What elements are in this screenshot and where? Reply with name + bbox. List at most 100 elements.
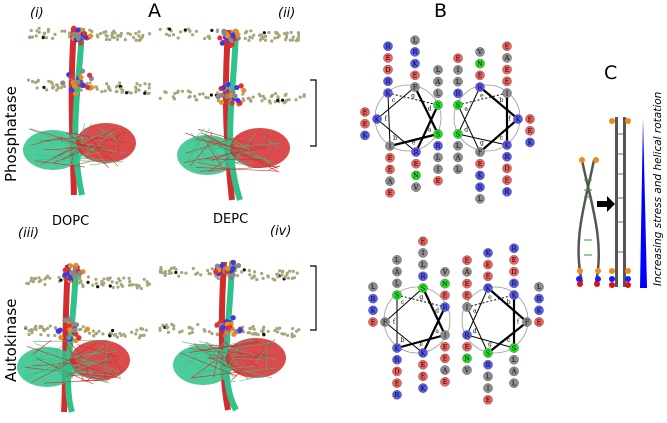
residue-letter: K [486,249,491,257]
lipid-bead [296,36,301,40]
residue-circle [418,271,428,282]
residue-circle [433,164,443,174]
residue-letter: E [486,396,491,404]
side-chain [197,162,235,171]
side-chain [68,362,72,375]
residue-letter: S [436,130,440,138]
residue-sphere [222,333,228,339]
residue-circle [383,41,393,52]
lipid-bead [276,275,280,279]
lipid-bead [282,101,286,105]
residue-circle [392,278,402,289]
lipid-bead [278,269,282,273]
residue-circle [502,140,512,150]
lipid-bead [147,82,151,86]
residue-letter: E [443,378,448,386]
terminal-bead [625,268,631,274]
lipid-bead [164,90,168,95]
residue-letter: R [386,43,392,51]
residue-letter: I [506,89,509,97]
residue-letter: I [389,142,392,150]
residue-letter: A [394,268,400,276]
residue-circle [453,76,463,87]
residue-letter: R [465,331,471,339]
lipid-bead [134,283,138,287]
lipid-bead [56,83,60,88]
residue-sphere [235,262,242,269]
lipid-bead [166,325,170,329]
lipid-bead [79,327,83,332]
lipid-bead [188,94,192,99]
residue-letter: L [436,66,441,74]
lipid-bead [142,277,146,281]
residue-letter: R [386,78,392,86]
residue-circle [410,58,420,69]
residue-letter: K [528,139,533,147]
residue-sphere [238,83,244,89]
residue-circle [418,259,428,270]
subpanel-label-iii: (iii) [18,226,39,241]
side-chain [181,341,246,358]
domain-red [70,340,130,380]
lipid-bead [251,324,255,329]
residue-circle [483,394,493,405]
lipid-bead [137,30,141,34]
side-chain [60,139,86,147]
residue-letter: E [388,189,393,197]
terminal-bead [595,268,601,274]
membrane-bottom-iii [24,324,148,340]
lipid-bead [273,278,277,282]
side-chain [98,127,118,141]
terminal-bead [577,268,583,274]
lipid-bead [119,283,123,287]
lipid-bead [260,99,264,103]
helix-red [68,27,77,196]
lipid-bead [263,34,268,38]
lipid-bead [191,266,195,271]
lipid-bead [169,266,174,270]
residue-letter: D [394,368,399,376]
lipid-bead [285,271,289,275]
lipid-bead [146,91,150,96]
residue-circle [433,175,443,186]
residue-letter: K [537,307,542,315]
lipid-bead [24,325,28,329]
lipid-bead [102,30,106,35]
lipid-bead [29,28,33,33]
lipid-bead [176,90,180,95]
lipid-bead [195,98,199,102]
lipid-bead [128,32,133,36]
side-chain [189,348,215,352]
residue-circle [418,248,428,258]
side-chain [194,363,238,376]
structure-ii [177,28,290,201]
lipid-bead [86,275,91,279]
lipid-bead [180,271,184,275]
heptad-label: d [464,127,468,134]
residue-letter: F [525,318,530,326]
lipid-bead [184,271,188,275]
lipid-bead [96,35,100,39]
residue-circle [410,47,420,57]
residue-circle [453,164,463,174]
residue-sphere [60,80,66,86]
residue-letter: F [383,318,388,326]
lipid-bead [137,336,142,340]
residue-letter: L [512,379,517,387]
side-chain [33,368,121,377]
residue-sphere [224,93,230,99]
residue-circle [440,278,450,289]
lipid-bead [39,333,43,337]
residue-circle [433,100,443,110]
lipid-bead [174,267,178,271]
residue-letter: K [486,284,491,292]
side-chain [201,132,245,148]
lipid-bead [29,328,34,332]
side-chain [69,132,78,135]
residue-letter: K [421,384,426,392]
lipid-bead [248,35,252,39]
side-chain [189,128,211,156]
lipid-label-dopc: DOPC [52,214,90,229]
lipid-bead [291,35,295,39]
side-chain [179,341,276,357]
